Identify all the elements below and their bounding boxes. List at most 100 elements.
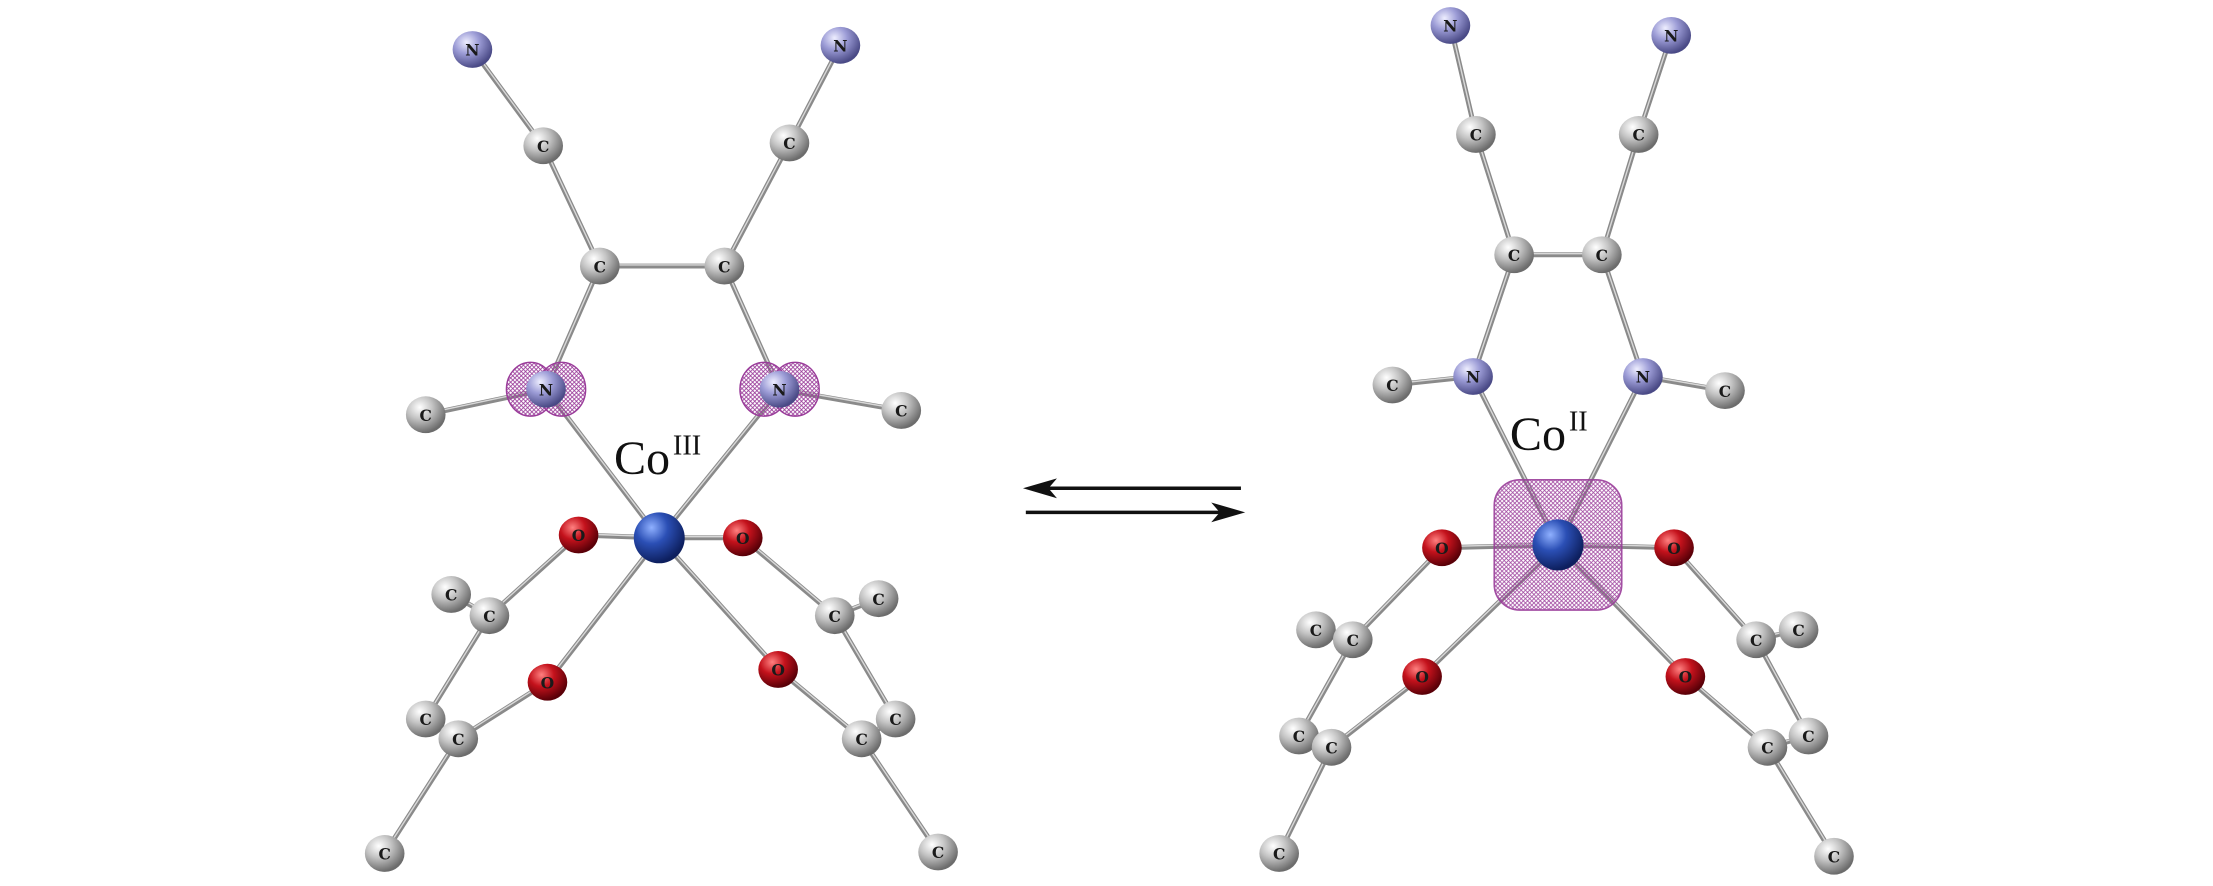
atom-label: C [1596,246,1608,265]
atom-o [558,516,599,554]
atom-label: C [895,402,907,421]
atom-c [1618,116,1659,153]
atom-o [1665,658,1706,695]
atom-c [438,720,479,758]
atom-label: C [872,590,884,609]
atom-c [1279,717,1319,755]
atom-c [1494,236,1534,274]
atom-c [523,127,564,165]
atom-label: C [452,730,464,749]
atom-n [1623,358,1663,395]
atom-label: C [420,406,432,425]
atom-label: N [539,380,553,399]
atom-c [1582,236,1622,274]
bond [1671,545,1759,643]
atom-c [1788,717,1829,755]
atom-n [759,370,800,408]
atom-c [1332,621,1373,659]
oxidation-state-label: II [1569,406,1588,437]
atom-c [881,392,922,429]
atom-label: O [572,526,586,545]
bond-highlight [1278,745,1333,853]
oxidation-state-label: III [673,430,701,461]
atom-label: O [1435,539,1449,558]
bond [486,532,582,619]
reverse-arrowhead-icon [1022,478,1057,499]
atom-c [769,124,810,162]
atom-n [526,370,566,408]
equilibrium-arrows [1022,478,1246,523]
atom-c [1705,372,1745,410]
atom-label: C [1310,621,1322,640]
bond-highlight [1601,133,1640,254]
atom-label: C [855,730,867,749]
atom-n [1430,7,1471,44]
atom-c [814,597,855,635]
bond-highlight [1601,253,1644,376]
bond-highlight [723,141,791,266]
atom-label: O [1415,668,1429,687]
atom-label: C [1719,382,1731,401]
atom-n [820,26,861,64]
atom-o [722,519,763,557]
atom-label: C [483,607,495,626]
atom-label: C [1792,621,1804,640]
atom-label: C [889,710,901,729]
atom-label: C [829,607,841,626]
atom-o [1402,658,1442,695]
atom-label: C [1750,631,1762,650]
bond-highlight [1472,253,1515,376]
atom-c [469,597,510,635]
atom-label: O [1667,539,1681,558]
atom-label: O [1679,668,1693,687]
bond [740,535,838,619]
atom-c [405,396,446,434]
bond-highlight [1673,546,1757,640]
atom-c [1372,366,1413,404]
atom-c [918,833,958,871]
atom-c [1814,837,1854,875]
atom-c [579,247,620,285]
atom-n [1651,16,1692,54]
atom-label: N [465,41,479,60]
atom-label: N [772,380,786,399]
atom-label: C [1632,126,1644,145]
atom-label: C [1347,631,1359,650]
atom-c [858,580,899,618]
atom-o [1422,529,1462,567]
bond-highlight [861,737,939,852]
bond-highlight [546,536,660,682]
atom-c [704,247,745,285]
bond-highlight [425,614,491,719]
bond-highlight [1766,745,1835,856]
atom-label: C [537,137,549,156]
cobalt-atom [1532,519,1584,571]
atom-c [875,700,916,738]
atom-c [1736,621,1776,659]
bond-highlight [658,536,779,669]
atom-c [841,720,882,758]
atom-n [1453,358,1493,395]
atom-o [1654,529,1694,567]
atom-label: C [594,257,606,276]
atom-o [758,651,798,688]
atom-label: N [1466,368,1480,387]
atom-label: O [736,529,750,548]
atom-label: C [445,586,457,605]
atom-label: C [1293,727,1305,746]
atom-c [1296,611,1336,649]
atom-label: C [1470,126,1482,145]
forward-arrowhead-icon [1211,502,1246,523]
spin-density-layer [505,361,1623,611]
atom-label: N [1443,17,1457,36]
atom-label: C [1508,246,1520,265]
atom-label: C [718,257,730,276]
atom-label: C [1802,727,1814,746]
bond-highlight [384,737,459,853]
bond-highlight [542,144,601,266]
